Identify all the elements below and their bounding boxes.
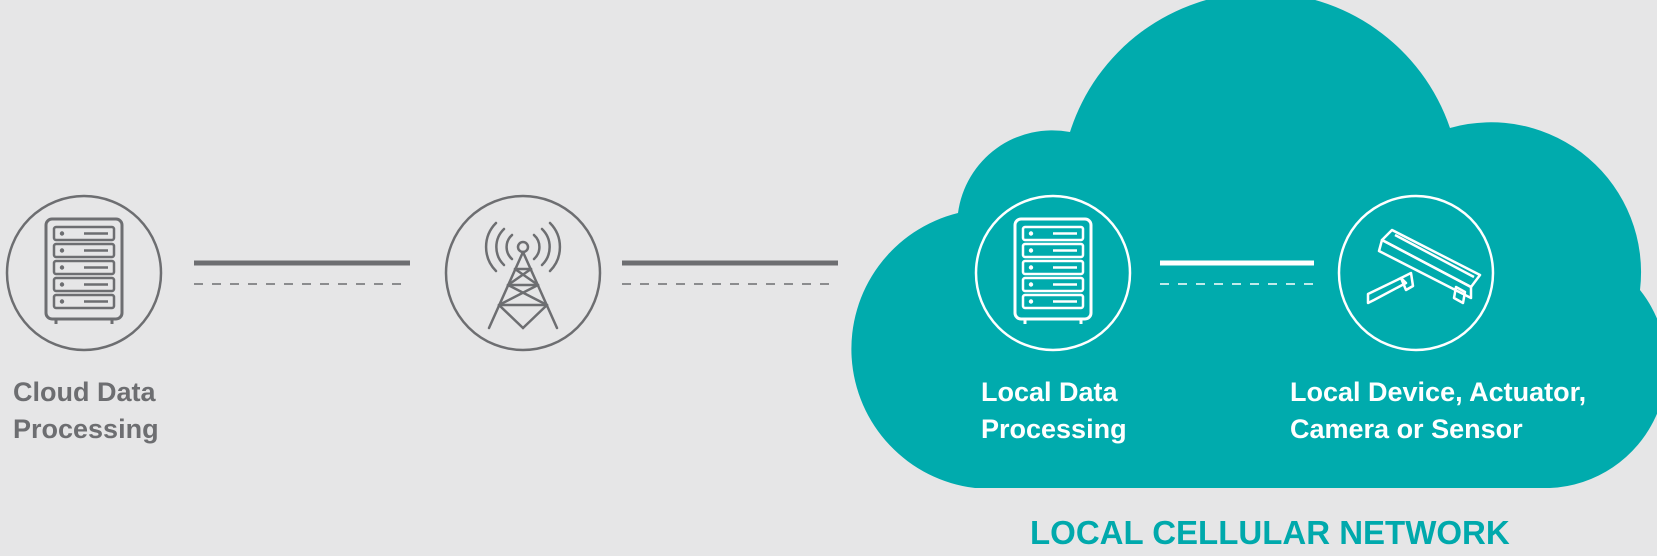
label-line: Processing bbox=[981, 414, 1127, 444]
local-device-node bbox=[1337, 194, 1495, 352]
node-ring bbox=[974, 194, 1132, 352]
node-ring bbox=[1337, 194, 1495, 352]
connector-tower-to-local bbox=[622, 260, 838, 285]
connector-local-to-device bbox=[1160, 260, 1314, 285]
cloud-processing-label: Cloud Data Processing bbox=[13, 374, 159, 448]
label-line: Cloud Data bbox=[13, 377, 156, 407]
security-camera-icon bbox=[1366, 228, 1482, 305]
local-processing-label: Local Data Processing bbox=[981, 374, 1127, 448]
label-line: Local Device, Actuator, bbox=[1290, 377, 1587, 407]
label-line: Local Data bbox=[981, 377, 1118, 407]
cloud-shape bbox=[851, 0, 1657, 488]
label-line: Camera or Sensor bbox=[1290, 414, 1523, 444]
cell-tower-icon bbox=[484, 221, 562, 330]
network-caption: LOCAL CELLULAR NETWORK bbox=[1030, 514, 1510, 551]
local-device-label: Local Device, Actuator, Camera or Sensor bbox=[1290, 374, 1586, 448]
cell-tower-node bbox=[444, 194, 602, 352]
cloud-processing-node bbox=[5, 194, 163, 352]
label-line: Processing bbox=[13, 414, 159, 444]
server-icon bbox=[44, 217, 124, 326]
node-ring bbox=[444, 194, 602, 352]
node-ring bbox=[5, 194, 163, 352]
local-processing-node bbox=[974, 194, 1132, 352]
connector-cloud-to-tower bbox=[194, 260, 410, 285]
